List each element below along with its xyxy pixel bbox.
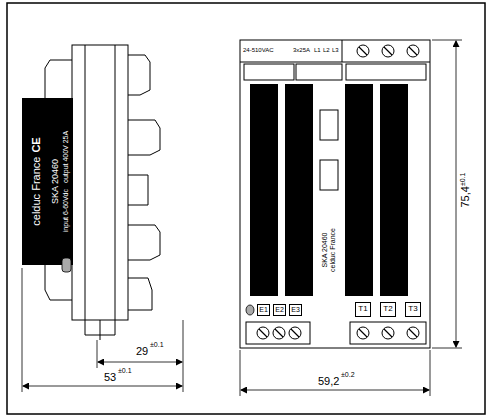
dimension: 59,2 xyxy=(318,375,339,387)
terminal-name: T1 xyxy=(358,305,367,314)
current-rating: 3x25A xyxy=(293,47,310,54)
terminal-box: E1 xyxy=(257,304,270,316)
brand-name: celduc France xyxy=(329,228,337,272)
supply-rating: 24-510VAC xyxy=(243,47,274,54)
terminal-name: E1 xyxy=(259,306,268,314)
terminal-box: T2 xyxy=(380,302,396,317)
output-rating: output 400V 25A xyxy=(62,131,70,183)
terminal-box: E3 xyxy=(289,304,302,316)
rotated-text: SKA 20460celduc France xyxy=(319,210,339,290)
tolerance: ±0.1 xyxy=(459,173,467,187)
terminal-name: T2 xyxy=(383,305,392,314)
text-line: celduc France CE xyxy=(26,137,44,225)
brand-name: celduc France xyxy=(30,157,42,226)
ce-mark: CE xyxy=(30,137,42,152)
tolerance: ±0.1 xyxy=(150,341,164,349)
screw-slots xyxy=(259,47,417,337)
terminal-name: T3 xyxy=(408,305,417,314)
terminal-name: L1 xyxy=(314,47,321,54)
dimension-lines xyxy=(22,268,183,392)
terminal-name: L3 xyxy=(332,47,339,54)
terminal-screws xyxy=(257,45,419,339)
part-number: SKA 20460 xyxy=(321,232,329,267)
tolerance: ±0.2 xyxy=(341,371,355,379)
dimension-lines xyxy=(240,40,462,396)
text-line: SKA 20460 xyxy=(44,159,62,204)
rotated-dimension: 75,4±0.1 xyxy=(459,160,473,220)
terminal-name: L2 xyxy=(323,47,330,54)
dimension: 75,4 xyxy=(459,186,471,207)
dimension: 29 xyxy=(136,345,148,357)
frame xyxy=(7,3,485,414)
led xyxy=(246,305,254,315)
terminal-name: E2 xyxy=(275,306,284,314)
input-rating: input 6-60Vdc xyxy=(62,189,70,232)
led xyxy=(62,258,71,272)
front-view xyxy=(240,40,430,348)
terminal-box: E2 xyxy=(273,304,286,316)
part-number: SKA 20460 xyxy=(50,159,60,204)
side-view xyxy=(45,45,160,340)
dimension: 53 xyxy=(104,371,116,383)
tolerance: ±0.1 xyxy=(118,367,132,375)
terminal-name: E3 xyxy=(291,306,300,314)
terminal-box: T3 xyxy=(405,302,421,317)
terminal-box: T1 xyxy=(355,302,371,317)
rotated-text: celduc France CE SKA 20460input 6-60Vdc out… xyxy=(22,98,73,265)
text-line: input 6-60Vdc output 400V 25A xyxy=(62,131,70,232)
label-plate-text: celduc France CE SKA 20460input 6-60Vdc out… xyxy=(22,98,73,265)
heatsink-bars xyxy=(250,84,408,296)
label-plate xyxy=(22,98,73,265)
